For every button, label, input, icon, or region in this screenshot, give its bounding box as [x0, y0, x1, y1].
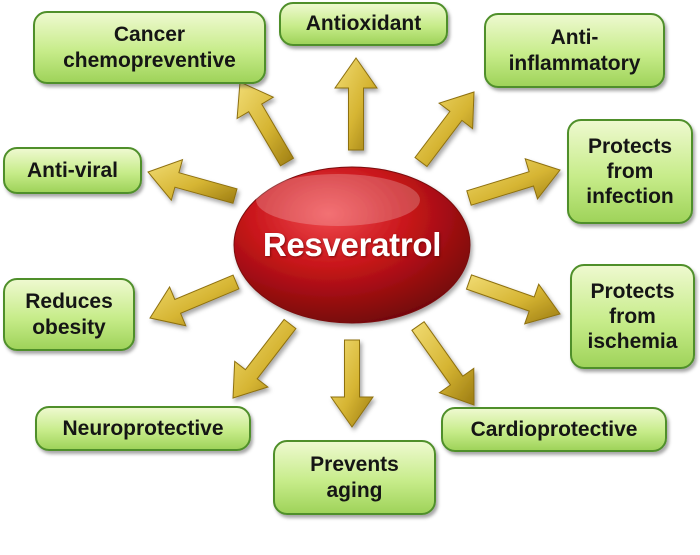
box-prevents-aging: Prevents aging [273, 440, 436, 515]
center-oval-highlight [256, 174, 420, 226]
box-line: obesity [32, 315, 106, 339]
box-line: Protects [587, 134, 673, 158]
arrow-to-anti-viral [147, 158, 238, 204]
box-line: Prevents [310, 453, 399, 477]
box-line: ischemia [587, 330, 678, 354]
box-antioxidant: Antioxidant [279, 2, 448, 46]
arrow-to-anti-inflammatory [414, 91, 475, 168]
box-cardioprotective: Cardioprotective [441, 407, 667, 452]
box-anti-viral: Anti-viral [3, 147, 142, 194]
center-oval [233, 166, 471, 324]
arrows-group [147, 57, 561, 428]
box-protects-from-ischemia: Protects from ischemia [570, 264, 695, 369]
box-line: aging [326, 478, 383, 502]
box-line: from [606, 159, 654, 183]
arrow-to-reduces-obesity [149, 274, 240, 327]
box-protects-from-infection: Protects from infection [567, 119, 693, 224]
arrow-to-protects-from-infection [466, 158, 561, 206]
box-line: Anti-viral [26, 158, 118, 182]
box-line: Reduces [25, 290, 113, 314]
box-neuroprotective: Neuroprotective [35, 406, 251, 451]
box-line: Cardioprotective [470, 417, 638, 441]
box-line: from [609, 304, 656, 328]
arrow-to-neuroprotective [232, 318, 297, 399]
center-label: Resveratrol [262, 226, 442, 263]
box-line: Neuroprotective [62, 416, 224, 440]
box-line: infection [586, 185, 674, 209]
arrow-to-cancer-chemopreventive [236, 81, 295, 167]
box-line: Anti- [550, 26, 599, 50]
box-line: Cancer [113, 23, 186, 47]
arrow-to-antioxidant [334, 57, 378, 151]
box-line: inflammatory [508, 51, 641, 75]
arrow-to-cardioprotective [411, 321, 475, 406]
arrow-to-protects-from-ischemia [465, 274, 561, 325]
box-anti-inflammatory: Anti- inflammatory [484, 13, 665, 88]
box-line: Antioxidant [305, 12, 422, 36]
box-line: chemopreventive [63, 48, 236, 72]
box-cancer-chemopreventive: Cancer chemopreventive [33, 11, 266, 84]
arrow-to-prevents-aging [330, 339, 374, 428]
box-line: Protects [590, 279, 675, 303]
box-reduces-obesity: Reduces obesity [3, 278, 135, 351]
